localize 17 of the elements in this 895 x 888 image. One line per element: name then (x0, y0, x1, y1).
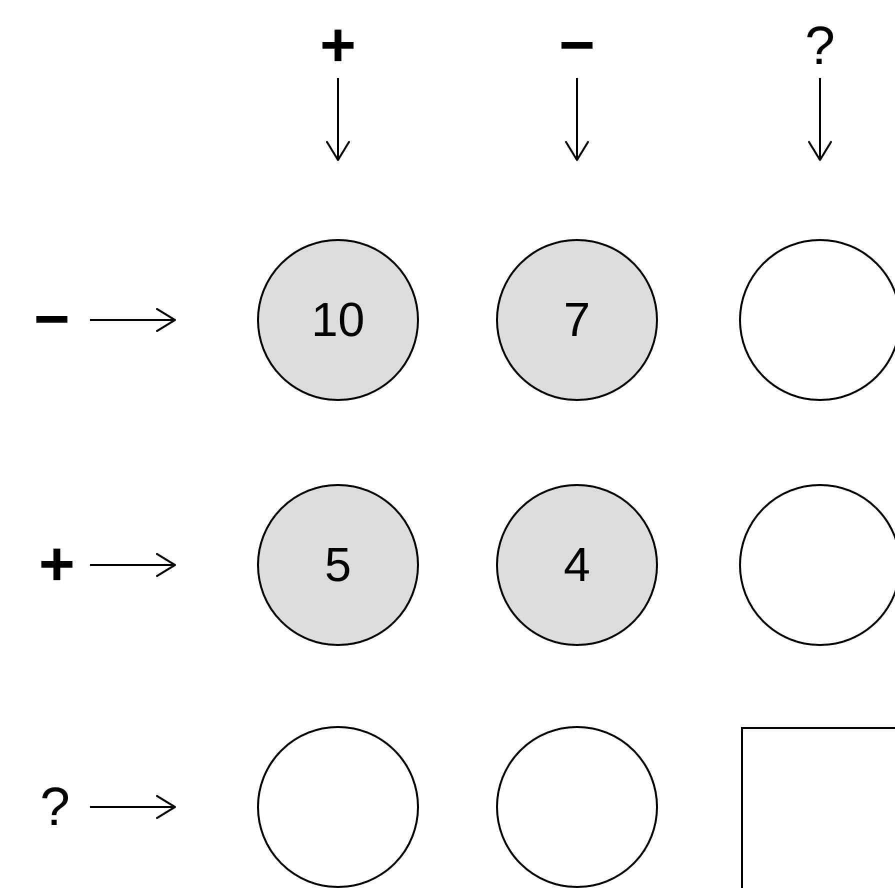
number-circle: 5 (257, 484, 419, 646)
number-circle: 7 (496, 239, 658, 401)
empty-square (741, 727, 895, 888)
arrow (808, 78, 832, 161)
arrow (565, 78, 589, 161)
arrow (326, 78, 350, 161)
question-mark-label: ? (780, 14, 860, 78)
number-circle: 10 (257, 239, 419, 401)
operator-sign: − (0, 285, 90, 355)
operator-sign: − (537, 14, 617, 78)
operator-sign: + (298, 14, 378, 78)
arrow (90, 553, 176, 577)
number-circle: 4 (496, 484, 658, 646)
question-mark-label: ? (0, 772, 90, 842)
arrow (90, 308, 176, 332)
arrow (90, 795, 176, 819)
operator-sign: + (0, 530, 90, 600)
